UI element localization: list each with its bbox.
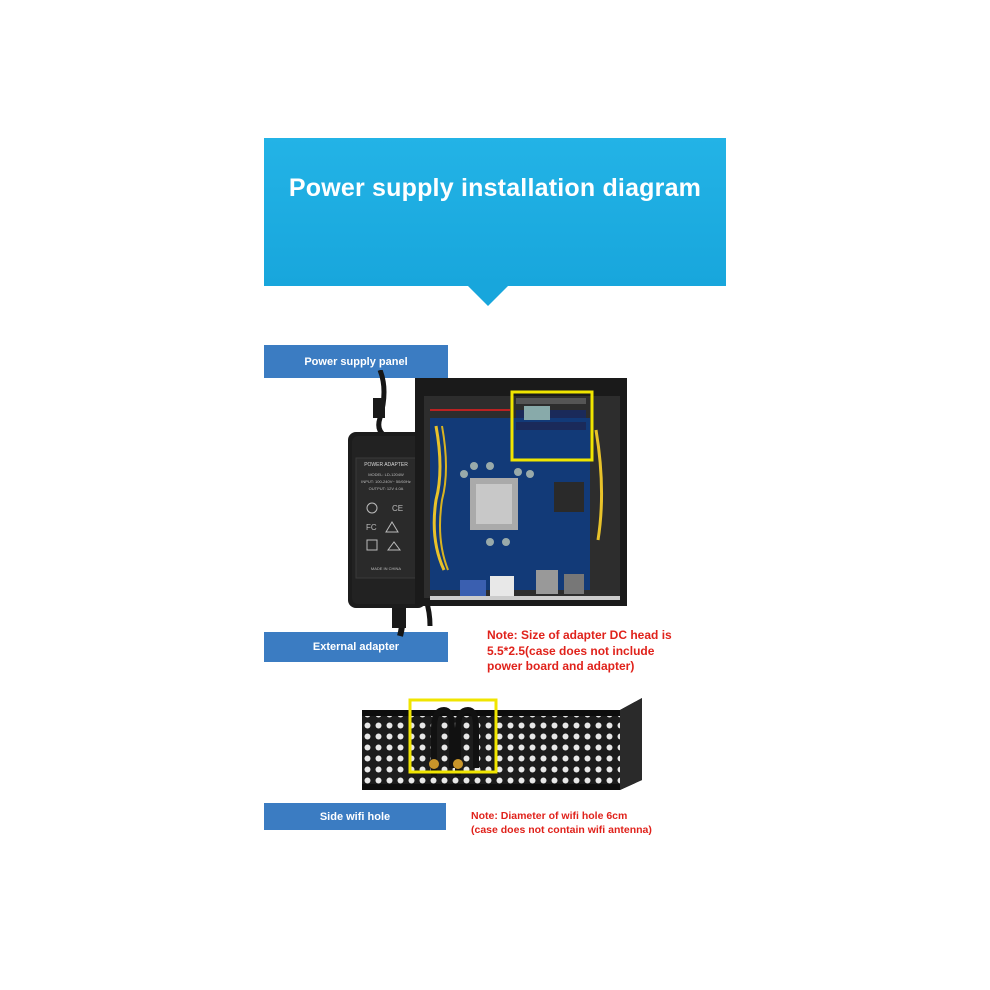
wifi-note-line: (case does not contain wifi antenna) [471,823,652,836]
adapter-note-line: 5.5*2.5(case does not include [487,643,655,658]
external-adapter-label: External adapter [264,632,448,662]
certification-icons: CE FC [366,502,403,551]
wifi-note: Note: Diameter of wifi hole 6cm (case do… [471,810,652,837]
wifi-note-line: Note: Diameter of wifi hole 6cm [471,810,628,822]
side-wifi-case-photo [362,698,642,790]
adapter-note-line: power board and adapter) [487,659,635,674]
adapter-label-text: POWER ADAPTER MODEL: LD-1204W INPUT: 100… [361,462,410,571]
title-banner [264,138,726,286]
page-title: Power supply installation diagram [288,174,702,202]
adapter-label-line: OUTPUT: 12V 4.0A [369,486,404,491]
case-and-adapter-photo: POWER ADAPTER MODEL: LD-1204W INPUT: 100… [348,370,627,637]
side-wifi-hole-label: Side wifi hole [264,803,446,830]
adapter-label-line: MODEL: LD-1204W [368,472,404,477]
adapter-label-line: INPUT: 100-240V~ 50/60Hz [361,479,410,484]
svg-text:CE: CE [392,504,403,513]
wifi-hole-highlight-box [408,698,498,774]
ram-highlight-box [510,390,594,462]
banner-pointer [466,284,510,306]
adapter-note-line: Note: Size of adapter DC head is [487,628,672,642]
adapter-note: Note: Size of adapter DC head is 5.5*2.5… [487,628,672,675]
power-supply-panel-label: Power supply panel [264,345,448,378]
adapter-label-title: POWER ADAPTER [364,462,408,468]
svg-text:FC: FC [366,523,377,532]
adapter-label-line: MADE IN CHINA [371,566,402,571]
